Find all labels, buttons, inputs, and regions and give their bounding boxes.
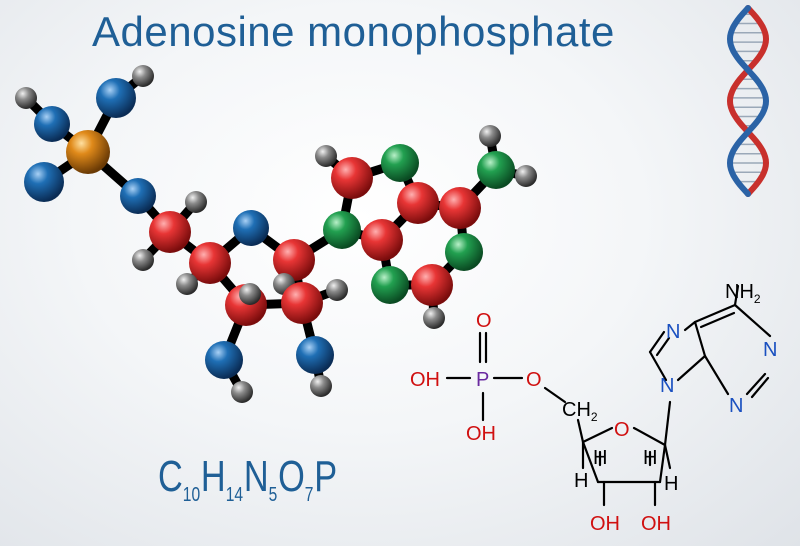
oxygen-atom [273, 239, 315, 281]
nitrogen-atom [381, 144, 419, 182]
carbon-atom [96, 78, 136, 118]
oxygen-label: O [526, 369, 542, 391]
bond-line [543, 386, 567, 404]
nitrogen-label: N [660, 375, 674, 397]
phosphate-group: OH P O O OH [410, 310, 567, 445]
carbon-atom [34, 106, 70, 142]
bond-line [663, 443, 672, 470]
hydrogen-label: H [593, 447, 607, 469]
hydrogen-atom [239, 283, 261, 305]
hydrogen-atom [423, 307, 445, 329]
oh-label: OH [410, 369, 440, 391]
formula-count: 10 [182, 484, 201, 506]
hydrogen-atom [479, 125, 501, 147]
formula-element: C [158, 452, 183, 501]
bond-line [632, 426, 667, 447]
bond-line [663, 400, 672, 447]
molecular-formula: C10H14N5O7P [158, 452, 337, 507]
hydrogen-atom [176, 273, 198, 295]
bond-line [648, 350, 668, 382]
nitrogen-atom [445, 233, 483, 271]
nitrogen-atom [323, 211, 361, 249]
nitrogen-atom [477, 151, 515, 189]
oh-label: OH [590, 513, 620, 535]
bond-line [733, 303, 772, 338]
formula-element: P [314, 452, 338, 501]
bond-line [693, 303, 737, 324]
carbon-atom [24, 162, 64, 202]
oxygen-atom [439, 187, 481, 229]
phosphorus-atom [66, 130, 110, 174]
bond-line [703, 354, 730, 396]
oxygen-atom [361, 219, 403, 261]
ribose-ring: CH2 O H H H H OH OH [562, 399, 678, 535]
bond-line [581, 426, 614, 444]
ring-oxygen-label: O [614, 419, 630, 441]
bond-line [676, 354, 707, 382]
formula-count: 7 [304, 484, 314, 506]
bond-line [683, 320, 697, 332]
bond-line [576, 418, 585, 444]
bond-line [699, 311, 736, 329]
dna-strand [726, 5, 770, 197]
oxygen-atom [397, 182, 439, 224]
bond-line [581, 440, 600, 484]
nitrogen-label: N [729, 395, 743, 417]
oh-label: OH [466, 423, 496, 445]
nitrogen-label: N [763, 339, 777, 361]
hydrogen-atom [326, 279, 348, 301]
oxygen-atom [189, 242, 231, 284]
oh-label: OH [641, 513, 671, 535]
hydrogen-atom [185, 191, 207, 213]
formula-count: 5 [268, 484, 278, 506]
carbon-atom [296, 336, 334, 374]
adenine-base: N N N N NH2 [648, 281, 777, 417]
oxygen-atom [149, 211, 191, 253]
oxygen-atom [331, 157, 373, 199]
hydrogen-atom [310, 375, 332, 397]
bond-line [693, 320, 707, 358]
formula-element: N [243, 452, 269, 501]
hydrogen-atom [15, 87, 37, 109]
carbon-atom [205, 341, 243, 379]
page-title: Adenosine monophosphate [92, 8, 615, 55]
hydrogen-atom [132, 65, 154, 87]
amino-label: NH2 [725, 281, 761, 306]
ch2-label: CH2 [562, 399, 598, 424]
dna-strand [726, 5, 770, 197]
hydrogen-label: H [643, 447, 657, 469]
nitrogen-label: N [666, 321, 680, 343]
bond-line [655, 336, 671, 357]
bond-line [745, 372, 767, 396]
oxygen-label: O [476, 310, 492, 332]
phosphorus-label: P [476, 369, 489, 391]
bond-line [750, 376, 770, 399]
carbon-atom [120, 178, 156, 214]
hydrogen-label: H [664, 473, 678, 495]
hydrogen-atom [315, 145, 337, 167]
hydrogen-atom [231, 381, 253, 403]
hydrogen-atom [515, 165, 537, 187]
bond-line [648, 330, 666, 354]
formula-element: H [200, 452, 226, 501]
carbon-atom [233, 210, 269, 246]
hydrogen-atom [132, 249, 154, 271]
hydrogen-label: H [574, 470, 588, 492]
bond-line [658, 443, 667, 484]
nitrogen-atom [371, 266, 409, 304]
oxygen-atom [281, 282, 323, 324]
bond-line [733, 284, 740, 307]
formula-element: O [278, 452, 305, 501]
oxygen-atom [411, 264, 453, 306]
formula-count: 14 [225, 484, 244, 506]
